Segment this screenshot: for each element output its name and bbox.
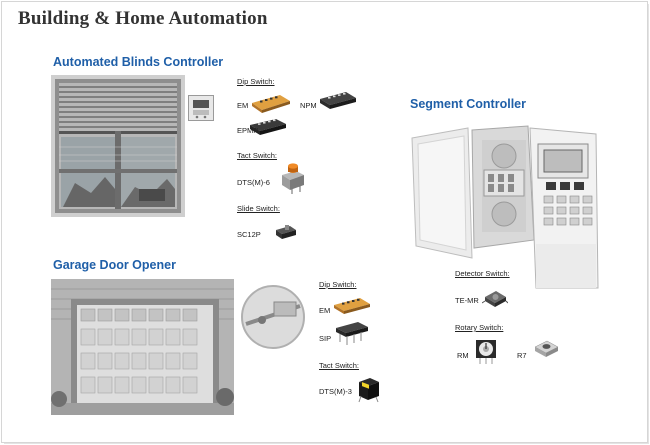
garage-dip-sip-switch-image (334, 320, 370, 346)
dip-npm-switch-image (318, 90, 358, 112)
dip-em-switch-image (250, 93, 292, 113)
garage-dip-switch-label: Dip Switch: (319, 280, 357, 289)
blinds-slide-switch-label: Slide Switch: (237, 204, 280, 213)
garage-dip-sip-label: SIP (319, 334, 332, 343)
detector-switch-image (482, 287, 508, 311)
rotary-rm-switch-image (474, 337, 498, 365)
rotary-r7-label: R7 (517, 351, 527, 360)
blinds-tact-dts-label: DTS(M)-6 (237, 178, 270, 187)
detector-switch-label: Detector Switch: (455, 269, 510, 278)
blinds-dip-em-label: EM (237, 101, 249, 110)
rotary-rm-label: RM (457, 351, 469, 360)
slide-switch-image (274, 222, 298, 242)
page-title: Building & Home Automation (18, 8, 268, 29)
blinds-title: Automated Blinds Controller (53, 55, 224, 69)
blinds-window-photo (51, 75, 185, 217)
dip-epmr-switch-image (248, 117, 288, 137)
garage-tact-switch-image (356, 374, 382, 404)
garage-dip-em-label: EM (319, 306, 331, 315)
segment-title: Segment Controller (410, 97, 526, 111)
garage-tact-switch-label: Tact Switch: (319, 361, 360, 370)
thermostat-panel (188, 95, 214, 121)
garage-opener-closeup-photo (240, 284, 306, 350)
blinds-dip-switch-label: Dip Switch: (237, 77, 275, 86)
segment-controller-photo (410, 124, 610, 294)
garage-door-photo (51, 279, 234, 415)
rotary-r7-switch-image (533, 337, 559, 361)
garage-tact-dts-label: DTS(M)-3 (319, 387, 352, 396)
garage-dip-em-switch-image (332, 296, 372, 316)
rotary-switch-label: Rotary Switch: (455, 323, 504, 332)
garage-title: Garage Door Opener (53, 258, 176, 272)
detector-te-mr-label: TE-MR (455, 296, 479, 305)
tact-switch-image (278, 163, 306, 195)
blinds-dip-npm-label: NPM (300, 101, 317, 110)
blinds-tact-switch-label: Tact Switch: (237, 151, 278, 160)
blinds-slide-sc-label: SC12P (237, 230, 261, 239)
blinds-dip-epmr-label: EPMR (237, 126, 259, 135)
